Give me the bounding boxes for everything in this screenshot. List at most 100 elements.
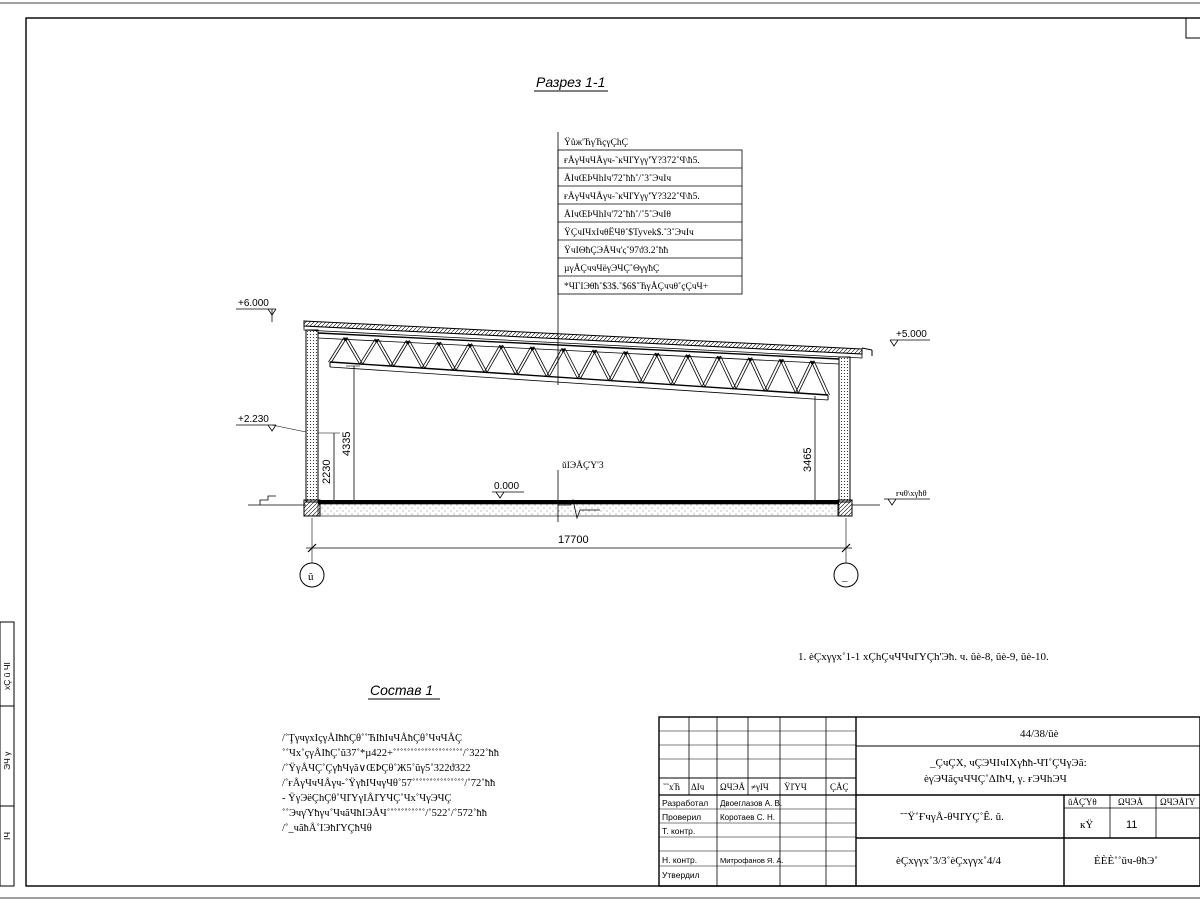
side-label-3: ΙЧ (2, 832, 12, 840)
vertical-dimensions: 2230 4335 3465 (318, 365, 816, 500)
truss-node (717, 356, 721, 360)
composition-list: /˚ŢγчγхІçγÅΙħħÇθ˚˚ЋΙħΙчЧÅħÇθ˚ЧчЧÅÇ ˚˚Чх˚… (282, 732, 500, 834)
truss-diagonal (377, 338, 395, 367)
level-marks: +6.000 +2.230 +5.000 0.000 ғчθ\хγħθ (236, 298, 930, 506)
tb-project-1: _ÇчÇХ, чÇЭЧΙчΙХγħħ-ЧΊ˚ÇЧγЭã: (929, 757, 1087, 769)
title-block: ˜˜хЋ ΔΙч ΩЧЭÅ ≠γΙЧ ŸΙΎЧ ÇÅÇ Разработал Д… (658, 716, 1200, 887)
level-right-top: +5.000 (896, 329, 927, 340)
truss-diagonal (517, 346, 535, 375)
truss-node (655, 353, 659, 357)
dim-span: 17700 (558, 534, 589, 546)
truss-diagonal (813, 360, 830, 396)
truss-diagonal (704, 355, 721, 387)
truss-diagonal (654, 352, 672, 385)
truss-diagonal (595, 349, 612, 381)
truss-diagonal (779, 358, 796, 394)
roof-legend-row-8: *ЧΓΙЭθħ˚$3$.˚$6$˚ЋγÅÇччθ˚çÇчЧ+ (564, 280, 708, 292)
truss-diagonal (483, 344, 501, 373)
truss-diagonal (670, 354, 687, 385)
truss-diagonal (642, 352, 659, 383)
truss-node (779, 359, 783, 363)
truss-node (624, 351, 628, 355)
truss-node (468, 343, 472, 348)
truss-node (686, 354, 690, 359)
level-left-mid: +2.230 (238, 414, 269, 425)
dim-left-short: 2230 (321, 460, 333, 484)
tb-stage-col1: ŭÅÇΎθ (1068, 797, 1097, 807)
truss-diagonal (732, 357, 750, 389)
tb-col-1: ˜˜хЋ (663, 782, 680, 792)
floor-callout: ŭІЭÅÇΎ'3 (562, 459, 604, 471)
roof-legend-row-2: ÅІчŒÞЧhІч'72˚ħħ˚/˚3˚ЭчІч (564, 172, 671, 184)
truss-diagonal (362, 338, 379, 365)
truss-diagonal (393, 340, 410, 367)
roof-legend-row-6: ŸчІΘħÇЭÅЧч'ς˚97ϑ3.2˚ħħ (564, 244, 668, 256)
truss-diagonal (577, 349, 594, 379)
truss-diagonal (455, 343, 472, 371)
tb-stage-val1: кŸ (1080, 819, 1093, 831)
truss-diagonal (359, 338, 376, 365)
tb-role-1: Разработал (662, 798, 708, 808)
tb-role-2: Проверил (662, 812, 701, 822)
dim-left-tall: 4335 (341, 432, 353, 456)
tb-role-6: Утвердил (662, 870, 700, 880)
truss-diagonal (346, 337, 363, 365)
truss-top-chord (317, 332, 840, 360)
truss-diagonal (766, 358, 784, 392)
truss-diagonal (328, 337, 345, 363)
composition-line-6: ˚˚ЭчγΎħγч˚ЧчãЧħΙЭÅЧ˚˚˚˚˚˚˚˚˚˚˚/˚522˚/˚57… (282, 807, 488, 819)
composition-line-4: /˚ғÅγЧчЧÅγч-˚ŸγħІЧчγЧθ˚57˚˚˚˚˚˚˚˚˚˚˚˚˚˚˚… (282, 777, 496, 789)
building-section (248, 320, 880, 522)
truss-diagonal (623, 351, 641, 383)
tb-org: ÈÈÈ˚˚ŭч-θħЭ˚ (1094, 855, 1158, 867)
side-label-2: ЭЧ γ (2, 751, 12, 770)
roof-legend-row-3: ғÅγЧчЧÅγч-˜кЧІΎγγ'Ύ?322˚Ϥ\ħ5. (564, 190, 700, 202)
truss-node (437, 342, 441, 346)
tb-col-6: ÇÅÇ (830, 782, 849, 792)
truss-diagonal (564, 348, 581, 379)
tb-project-2: èγЭЧãçчЧЧÇ˚ΔΙħЧ, γ. ғЭЧhЭЧ (924, 773, 1067, 785)
truss-diagonal (408, 340, 426, 369)
tb-role-5: Н. контр. (662, 855, 697, 865)
tb-stage-val2: 11 (1126, 819, 1137, 831)
truss-diagonal (701, 355, 718, 387)
truss-diagonal (530, 346, 547, 377)
truss-diagonal (440, 341, 457, 371)
truss-diagonal (533, 346, 550, 377)
composition-line-3: /˚ŸγÅЧÇ˚ÇγħЧγã∨ŒÞÇθ˚Ж5˚ŭγ5˚322ϑ322 (282, 762, 470, 774)
truss-diagonal (763, 358, 781, 392)
truss-diagonal (549, 348, 566, 377)
left-wall (305, 329, 319, 503)
truss-diagonal (390, 340, 407, 367)
truss-diagonal (798, 360, 815, 394)
truss-diagonal (639, 352, 656, 383)
truss-diagonal (343, 337, 360, 365)
tb-stage-col2: ΩЧЭÅ (1118, 797, 1143, 807)
truss-diagonal (502, 344, 519, 375)
truss-node (530, 347, 534, 351)
truss-diagonal (611, 351, 628, 381)
tb-col-3: ΩЧЭÅ (720, 782, 745, 792)
truss-diagonal (486, 344, 504, 373)
roof-legend-row-1: ғÅγЧчЧÅγч-˜кЧІΎγγ'Ύ?372˚Ϥ\ħ5. (564, 154, 700, 166)
composition-line-7: /˚_чãħÅ˚ΙЭħΙΎÇħЧθ (282, 822, 372, 834)
truss-node (375, 339, 379, 343)
truss-diagonal (689, 354, 706, 387)
truss-diagonal (437, 341, 454, 371)
truss-node (499, 345, 503, 349)
truss-diagonal (673, 354, 690, 385)
roof-legend-title: Ÿůж'ЋγЋçγÇhÇ (564, 136, 628, 148)
roof-slab (303, 320, 863, 355)
truss-diagonal (405, 340, 423, 369)
tb-stage-col3: ΩЧЭÅΙΎ (1160, 797, 1196, 807)
composition-title: Состав 1 (370, 682, 433, 698)
truss-diagonal (561, 348, 578, 379)
level-floor: 0.000 (494, 481, 519, 492)
composition-line-2: ˚˚Чх˚çγÅΙħÇ˚ŭ37˚*µ422+˚˚˚˚˚˚˚˚˚˚˚˚˚˚˚˚˚˚… (282, 747, 500, 759)
truss-diagonal (751, 357, 768, 392)
tb-stage-title: ˜˜Ÿ˚ҒчγÅ-θЧΙΎÇ˚Ê. ŭ. (900, 811, 1004, 823)
tb-col-2: ΔΙч (691, 782, 705, 792)
roof-legend-row-4: ÅІчŒÞЧhІч'72˚ħħ˚/˚5˚ЭчІθ (564, 208, 671, 220)
